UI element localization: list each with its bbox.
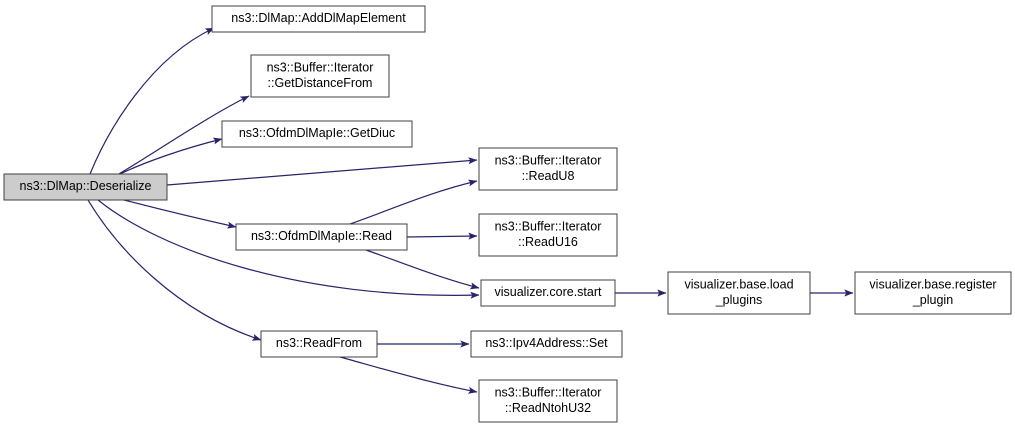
node-label-ipv4addressset: ns3::Ipv4Address::Set <box>485 336 608 350</box>
node-box-deserialize[interactable] <box>3 173 168 201</box>
node-label-visualizerbaseregisterplugin: visualizer.base.register_plugin <box>869 278 996 308</box>
graph-node-visualizerbaseloadplugins[interactable]: visualizer.base.load_plugins <box>667 271 811 315</box>
node-label-ofdmdlmapieread: ns3::OfdmDlMapIe::Read <box>251 229 392 243</box>
node-label-readu16: ns3::Buffer::Iterator::ReadU16 <box>495 220 602 250</box>
node-box-readu8[interactable] <box>478 147 618 191</box>
call-edge-deserialize-to-adddlmapelement <box>89 27 215 175</box>
call-edge-ofdmdlmapieread-to-visualizercorestart <box>365 249 480 290</box>
call-edge-ofdmdlmapieread-to-readu16 <box>406 232 478 240</box>
call-edge-deserialize-to-ofdmdlmapieread <box>123 199 237 229</box>
node-label-readntohu32: ns3::Buffer::Iterator::ReadNtohU32 <box>495 386 602 416</box>
call-edge-deserialize-to-readu8 <box>166 157 478 186</box>
node-box-readu16[interactable] <box>478 213 618 257</box>
graph-node-ipv4addressset[interactable]: ns3::Ipv4Address::Set <box>470 330 623 358</box>
node-box-getdiuc[interactable] <box>221 120 413 148</box>
graph-node-deserialize[interactable]: ns3::DlMap::Deserialize <box>3 173 168 201</box>
node-box-ipv4addressset[interactable] <box>470 330 623 358</box>
node-box-ofdmdlmapieread[interactable] <box>235 223 408 251</box>
graph-node-adddlmapelement[interactable]: ns3::DlMap::AddDlMapElement <box>211 5 426 33</box>
call-edge-ofdmdlmapieread-to-readu8 <box>349 179 478 225</box>
node-box-visualizercorestart[interactable] <box>480 279 616 307</box>
call-edge-readfrom-to-readntohu32 <box>339 356 478 394</box>
node-label-adddlmapelement: ns3::DlMap::AddDlMapElement <box>231 11 406 25</box>
node-box-visualizerbaseloadplugins[interactable] <box>667 271 811 315</box>
node-label-visualizerbaseloadplugins: visualizer.base.load_plugins <box>684 278 793 308</box>
graph-node-readu8[interactable]: ns3::Buffer::Iterator::ReadU8 <box>478 147 618 191</box>
node-box-adddlmapelement[interactable] <box>211 5 426 33</box>
node-label-visualizercorestart: visualizer.core.start <box>495 285 603 299</box>
node-box-getdistancefrom[interactable] <box>250 54 390 98</box>
nodes-layer: ns3::DlMap::Deserialize ns3::DlMap::AddDl… <box>3 5 1012 423</box>
call-edge-deserialize-to-readfrom <box>87 199 262 341</box>
graph-node-readntohu32[interactable]: ns3::Buffer::Iterator::ReadNtohU32 <box>478 379 618 423</box>
graph-node-readu16[interactable]: ns3::Buffer::Iterator::ReadU16 <box>478 213 618 257</box>
node-label-getdiuc: ns3::OfdmDlMapIe::GetDiuc <box>239 126 395 140</box>
graph-node-getdistancefrom[interactable]: ns3::Buffer::Iterator::GetDistanceFrom <box>250 54 390 98</box>
graph-node-getdiuc[interactable]: ns3::OfdmDlMapIe::GetDiuc <box>221 120 413 148</box>
call-edge-deserialize-to-visualizercorestart <box>97 199 480 299</box>
node-label-deserialize: ns3::DlMap::Deserialize <box>20 179 152 193</box>
node-label-getdistancefrom: ns3::Buffer::Iterator::GetDistanceFrom <box>267 61 374 91</box>
call-edge-deserialize-to-getdiuc <box>119 137 223 175</box>
node-label-readu8: ns3::Buffer::Iterator::ReadU8 <box>495 154 602 184</box>
graph-node-visualizercorestart[interactable]: visualizer.core.start <box>480 279 616 307</box>
graph-node-ofdmdlmapieread[interactable]: ns3::OfdmDlMapIe::Read <box>235 223 408 251</box>
node-box-readntohu32[interactable] <box>478 379 618 423</box>
edges-layer <box>87 27 854 394</box>
node-box-readfrom[interactable] <box>260 330 378 358</box>
graph-node-visualizerbaseregisterplugin[interactable]: visualizer.base.register_plugin <box>854 271 1012 315</box>
node-box-visualizerbaseregisterplugin[interactable] <box>854 271 1012 315</box>
node-label-readfrom: ns3::ReadFrom <box>276 336 362 350</box>
graph-node-readfrom[interactable]: ns3::ReadFrom <box>260 330 378 358</box>
